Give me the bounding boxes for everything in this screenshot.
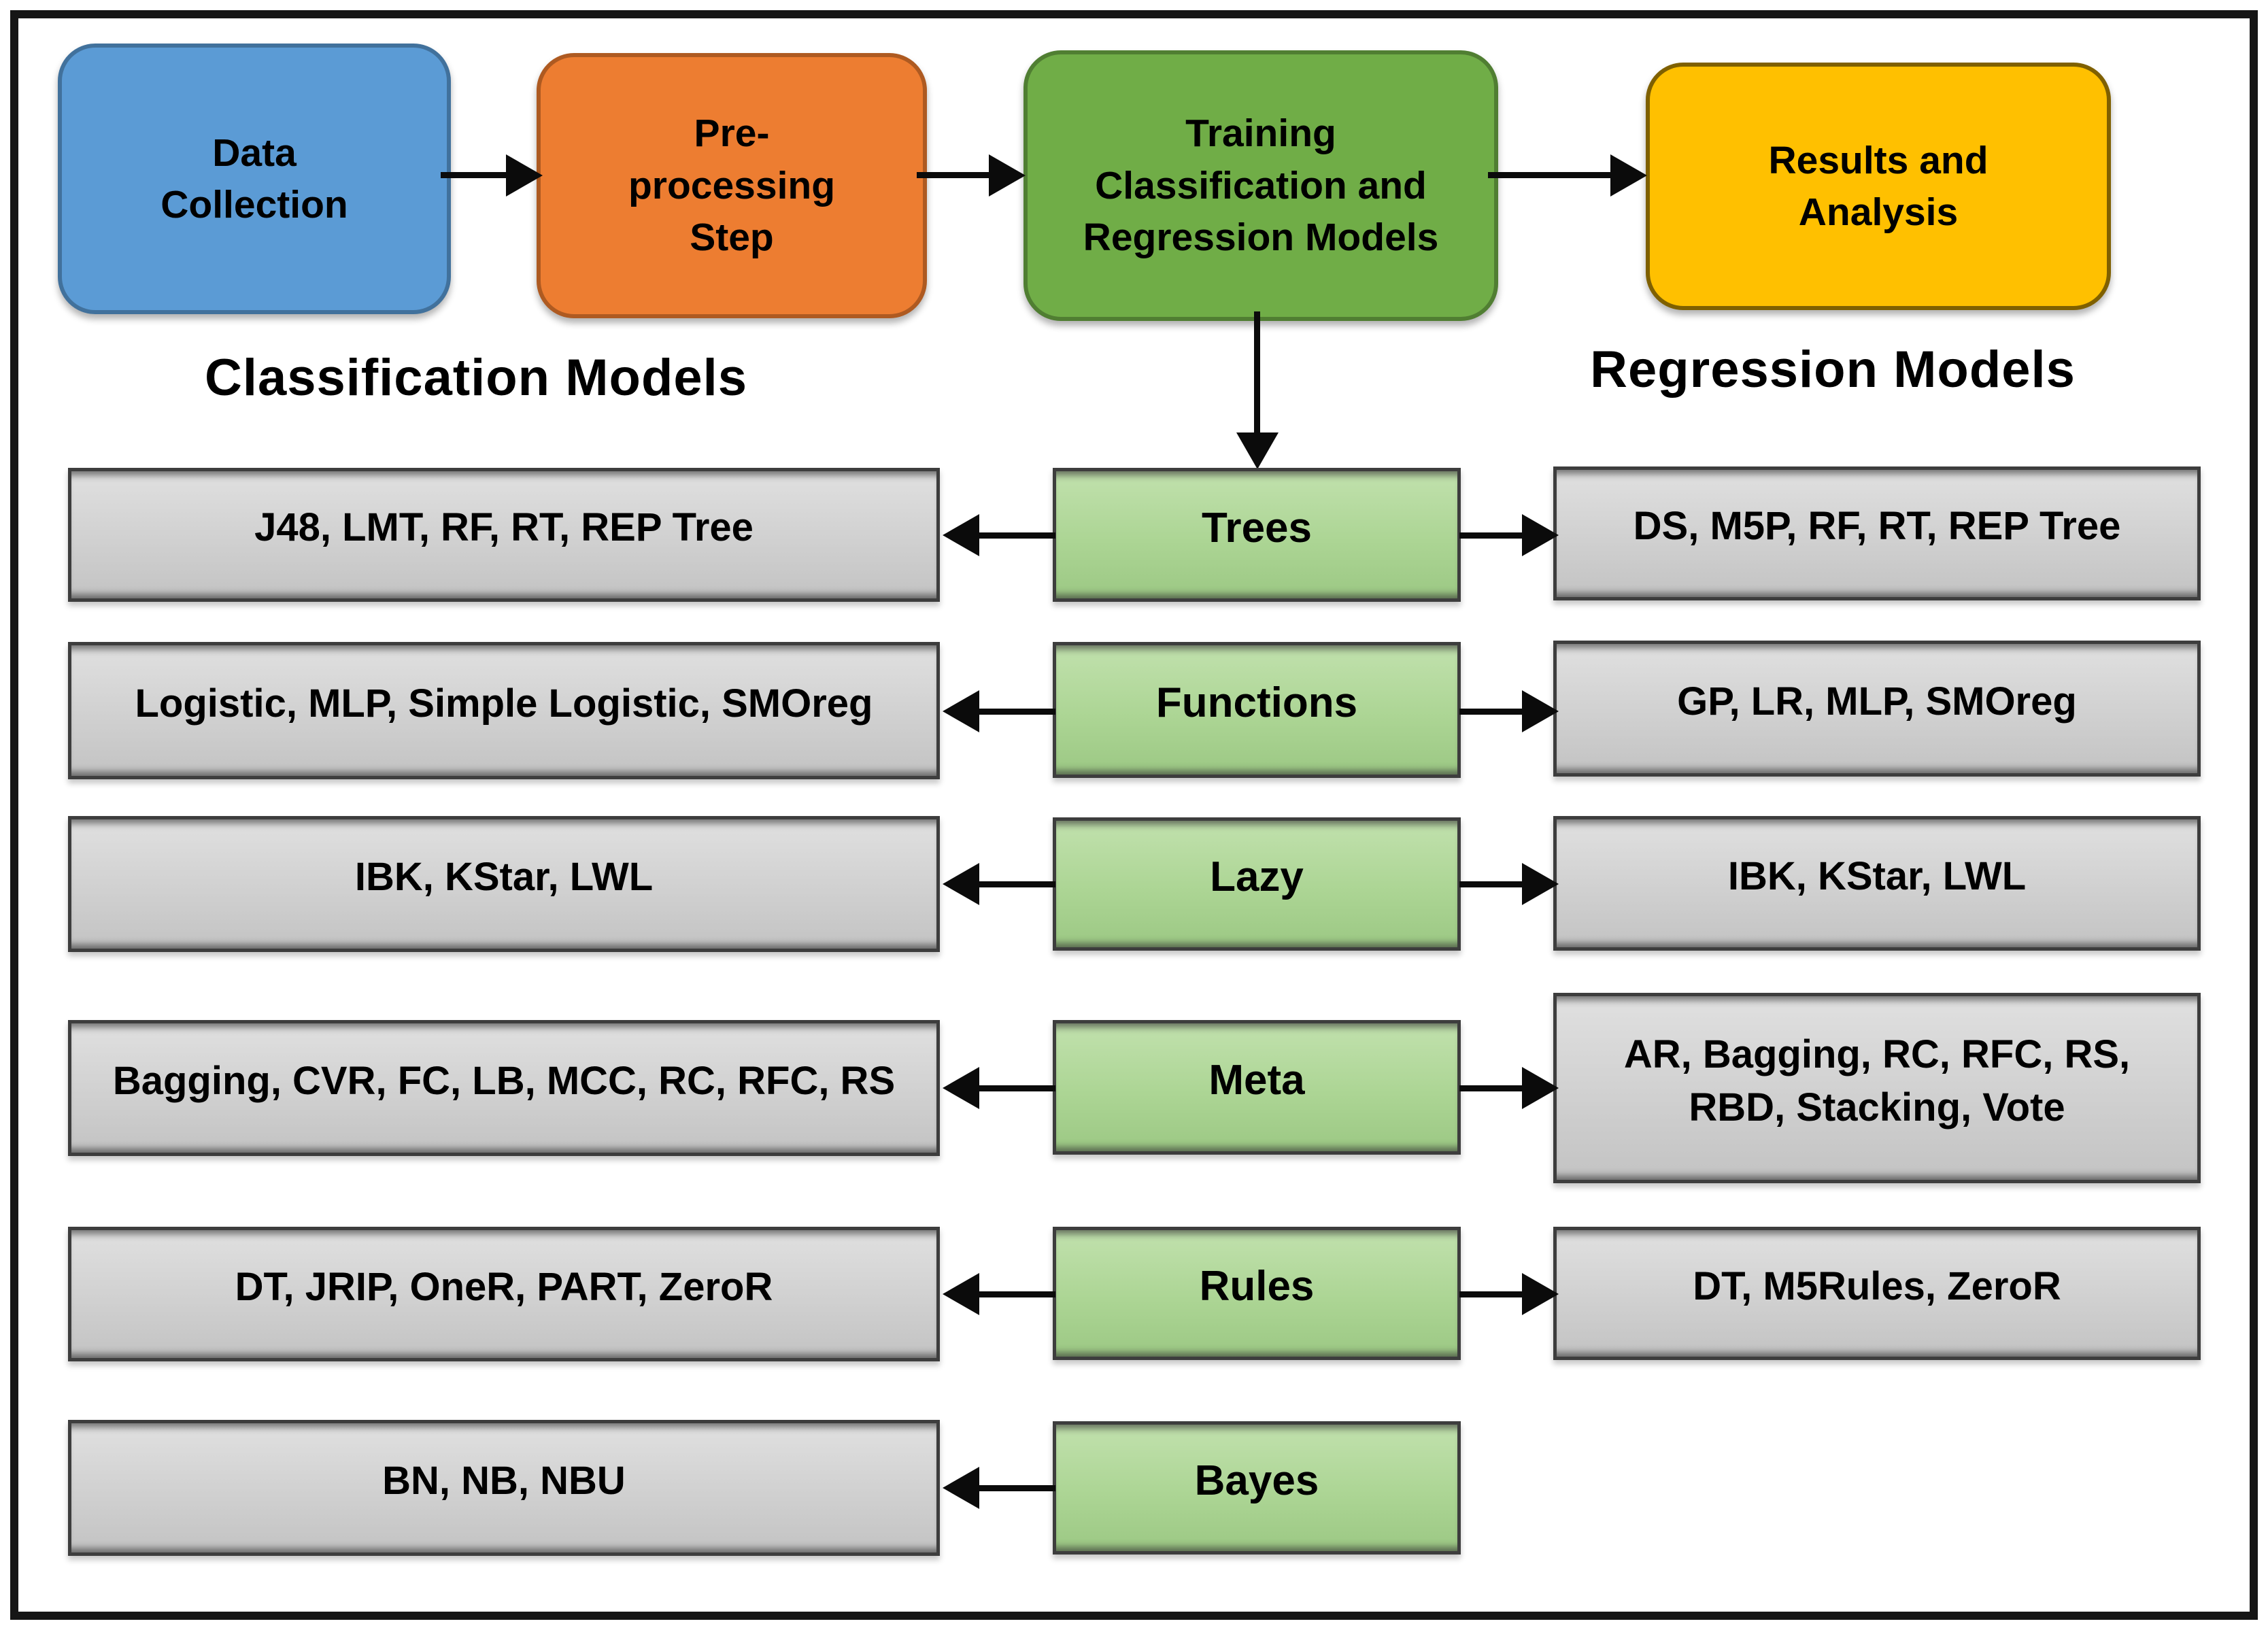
category-label: Bayes [1194, 1457, 1319, 1505]
classification-box-bayes: BN, NB, NBU [68, 1420, 940, 1556]
pipeline-box-training-models: Training Classification and Regression M… [1023, 50, 1498, 321]
regression-models-list: DT, M5Rules, ZeroR [1693, 1263, 2061, 1308]
category-box-meta: Meta [1053, 1020, 1461, 1155]
category-box-bayes: Bayes [1053, 1421, 1461, 1555]
regression-models-list: IBK, KStar, LWL [1727, 853, 2027, 898]
regression-box-rules: DT, M5Rules, ZeroR [1553, 1227, 2201, 1360]
category-box-lazy: Lazy [1053, 817, 1461, 951]
regression-models-list: GP, LR, MLP, SMOreg [1677, 679, 2077, 724]
regression-box-lazy: IBK, KStar, LWL [1553, 816, 2201, 951]
pipeline-box-label: Data Collection [160, 131, 348, 226]
pipeline-box-label: Results and Analysis [1768, 138, 1988, 234]
classification-box-functions: Logistic, MLP, Simple Logistic, SMOreg [68, 642, 940, 779]
regression-models-list: DS, M5P, RF, RT, REP Tree [1633, 504, 2121, 549]
category-label: Meta [1208, 1057, 1305, 1104]
regression-box-functions: GP, LR, MLP, SMOreg [1553, 641, 2201, 777]
classification-box-rules: DT, JRIP, OneR, PART, ZeroR [68, 1227, 940, 1361]
category-label: Functions [1155, 679, 1358, 727]
pipeline-box-results-analysis: Results and Analysis [1646, 63, 2111, 310]
classification-box-meta: Bagging, CVR, FC, LB, MCC, RC, RFC, RS [68, 1020, 940, 1156]
classification-models-list: Logistic, MLP, Simple Logistic, SMOreg [135, 681, 873, 726]
pipeline-box-data-collection: Data Collection [58, 44, 451, 314]
classification-box-trees: J48, LMT, RF, RT, REP Tree [68, 468, 940, 602]
classification-models-list: IBK, KStar, LWL [354, 854, 654, 899]
classification-models-list: J48, LMT, RF, RT, REP Tree [254, 505, 754, 550]
pipeline-box-preprocessing: Pre-processing Step [537, 53, 927, 318]
classification-box-lazy: IBK, KStar, LWL [68, 816, 940, 952]
category-box-trees: Trees [1053, 468, 1461, 602]
regression-models-heading: Regression Models [1590, 341, 2076, 398]
category-label: Lazy [1210, 853, 1304, 901]
pipeline-box-label: Training Classification and Regression M… [1083, 112, 1439, 260]
classification-models-heading: Classification Models [204, 349, 748, 407]
outer-border [10, 10, 2258, 1620]
classification-models-list: DT, JRIP, OneR, PART, ZeroR [235, 1264, 773, 1309]
regression-models-list: AR, Bagging, RC, RFC, RS, RBD, Stacking,… [1623, 1032, 2131, 1130]
category-label: Trees [1201, 504, 1313, 551]
regression-box-trees: DS, M5P, RF, RT, REP Tree [1553, 466, 2201, 600]
category-box-rules: Rules [1053, 1227, 1461, 1360]
classification-models-list: BN, NB, NBU [382, 1458, 626, 1503]
pipeline-box-label: Pre-processing Step [628, 112, 836, 260]
classification-models-list: Bagging, CVR, FC, LB, MCC, RC, RFC, RS [112, 1058, 896, 1103]
category-box-functions: Functions [1053, 642, 1461, 778]
regression-box-meta: AR, Bagging, RC, RFC, RS, RBD, Stacking,… [1553, 993, 2201, 1183]
category-label: Rules [1199, 1263, 1315, 1310]
